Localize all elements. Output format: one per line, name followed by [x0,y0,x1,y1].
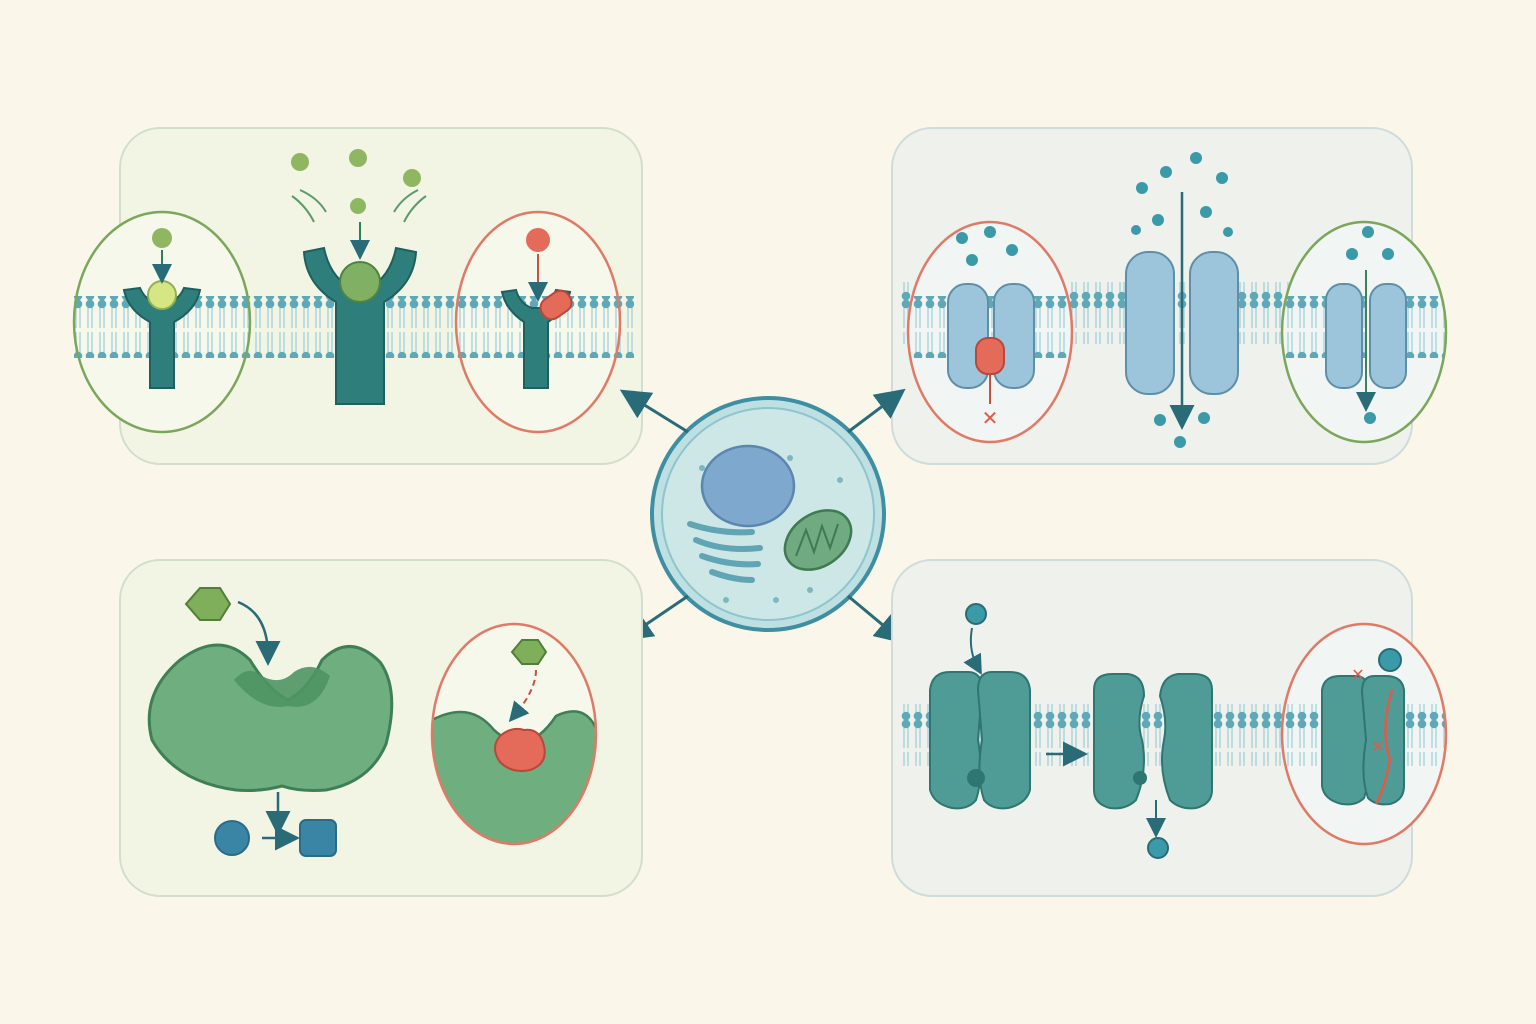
substrate-hexagon [510,639,548,665]
transporter-open [1093,673,1213,859]
bad-circle-outline [430,622,598,846]
transporter-subunit [1093,673,1146,810]
ions-above [1131,152,1233,237]
channel-subunit [993,283,1035,389]
blocked-x-icon: ✕ [1371,737,1384,756]
bad-circle-outline [454,210,622,434]
good-circle-outline [72,210,252,434]
ligand [291,153,309,171]
substrate-ion [1378,648,1402,672]
channel-blocker [975,337,1005,375]
substrate-ion [1147,837,1169,859]
zoom-circle-enzyme-blocked [430,622,598,846]
channel-subunit [1189,251,1239,395]
good-circle-outline [1280,220,1448,444]
blocked-x-icon: ✕ [982,406,999,430]
panel-receptor-binding [72,127,643,465]
enzyme-main [147,587,394,857]
channel-center-open [1125,152,1239,448]
golgi-apparatus [687,521,763,583]
blocked-path [1374,689,1394,805]
panel-transporter: ✕ ✕ [891,559,1448,897]
mitochondrion [783,509,853,571]
transporter-subunit [1158,673,1213,810]
ligand-bound [339,261,381,303]
channel-subunit [1125,251,1175,395]
ions-below [1154,412,1210,448]
zoom-circle-transporter-blocked: ✕ ✕ [1280,622,1448,846]
blocked-x-icon: ✕ [1351,665,1364,684]
nucleus [700,444,796,528]
transporter-subunit [976,671,1031,810]
channel-subunit [1325,283,1363,389]
panel-enzyme-inhibition [119,559,643,897]
ligand [350,198,366,214]
zoom-circle-channel-blocked: ✕ [906,220,1074,444]
ligand [403,169,421,187]
ligand-bound [147,280,177,310]
substrate-ion [965,603,987,625]
product-circle [214,820,250,856]
panel-ion-channel: ✕ [891,127,1448,465]
transporter-closed [929,603,1031,810]
zoom-circle-channel-ok [1280,220,1448,444]
arrow-to-channel-panel [847,388,906,434]
inhibitor [539,289,573,321]
receptor-center [291,149,427,405]
inhibitor [494,727,546,772]
substrate-hexagon [184,587,232,621]
cell-center [650,396,886,632]
zoom-circle-binding-blocked [454,210,622,434]
arrow-to-transporter-panel [847,594,906,644]
zoom-circle-binding-ok [72,210,252,434]
inhibitor-ligand [526,228,550,252]
channel-subunit [1369,283,1407,389]
bad-circle-outline [1280,622,1448,846]
product-square [299,819,337,857]
transporter-subunit [929,671,984,810]
arrow-to-receptor-panel [619,389,689,434]
transporter-subunit [1360,675,1405,806]
ligand [152,228,172,248]
bad-circle-outline [906,220,1074,444]
ligand [349,149,367,167]
